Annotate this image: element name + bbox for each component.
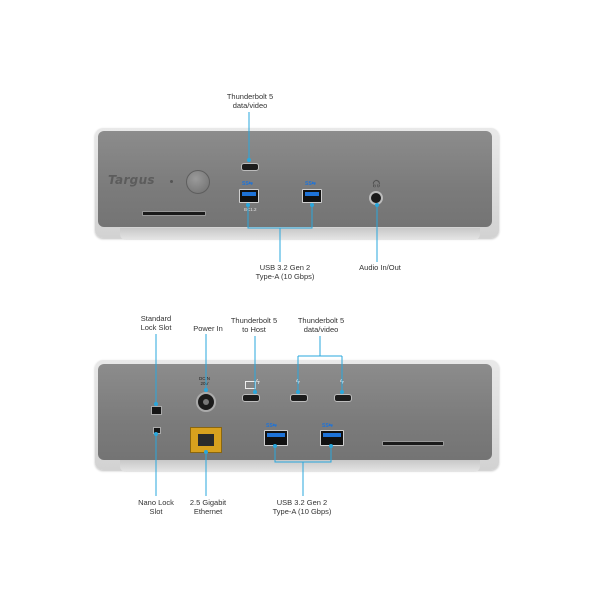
label-ethernet: 2.5 Gigabit Ethernet [189,498,227,516]
front-thunderbolt-port[interactable] [241,163,259,171]
standard-lock-slot[interactable] [151,406,162,415]
label-power-in: Power In [193,324,223,333]
usb-logo-icon: SS⇆ [242,181,253,187]
rear-thunderbolt-port-2[interactable] [334,394,352,402]
usb-logo-icon: SS⇆ [322,423,333,429]
bc-label: BC1.2 [244,207,257,212]
ethernet-port[interactable] [190,427,222,453]
label-rear-usb-a: USB 3.2 Gen 2 Type-A (10 Gbps) [272,498,332,516]
rear-thunderbolt-port-1[interactable] [290,394,308,402]
thunderbolt-icon: ϟ [340,379,344,386]
label-standard-lock: Standard Lock Slot [140,314,172,332]
label-front-audio: Audio In/Out [359,263,401,272]
label-front-thunderbolt: Thunderbolt 5 data/video [226,92,274,110]
status-led [170,180,173,183]
rear-usb-a-port-2[interactable] [320,430,344,446]
power-in-port[interactable] [196,392,216,412]
label-tb5-host: Thunderbolt 5 to Host [230,316,278,334]
laptop-icon [245,381,256,389]
headphone-icon: 🎧 [372,181,381,188]
label-tb5-data: Thunderbolt 5 data/video [297,316,345,334]
audio-jack[interactable] [369,191,383,205]
front-usb-a-port-2[interactable] [302,189,322,203]
brand-logo: Targus [108,173,155,187]
rear-dock-base [120,460,480,472]
nano-lock-slot[interactable] [153,427,161,434]
power-button[interactable] [186,170,210,194]
power-rating-label: DCIN 20V [199,376,210,386]
label-nano-lock: Nano Lock Slot [138,498,174,516]
sd-card-slot[interactable] [142,211,206,216]
label-front-usb-a: USB 3.2 Gen 2 Type-A (10 Gbps) [255,263,315,281]
front-dock-base [120,228,480,240]
thunderbolt-icon: ϟ [256,379,260,386]
usb-logo-icon: SS⇆ [305,181,316,187]
front-usb-a-port-1[interactable] [239,189,259,203]
rear-card-slot[interactable] [382,441,444,446]
rear-thunderbolt-host-port[interactable] [242,394,260,402]
thunderbolt-icon: ϟ [296,379,300,386]
rear-usb-a-port-1[interactable] [264,430,288,446]
usb-logo-icon: SS⇆ [266,423,277,429]
